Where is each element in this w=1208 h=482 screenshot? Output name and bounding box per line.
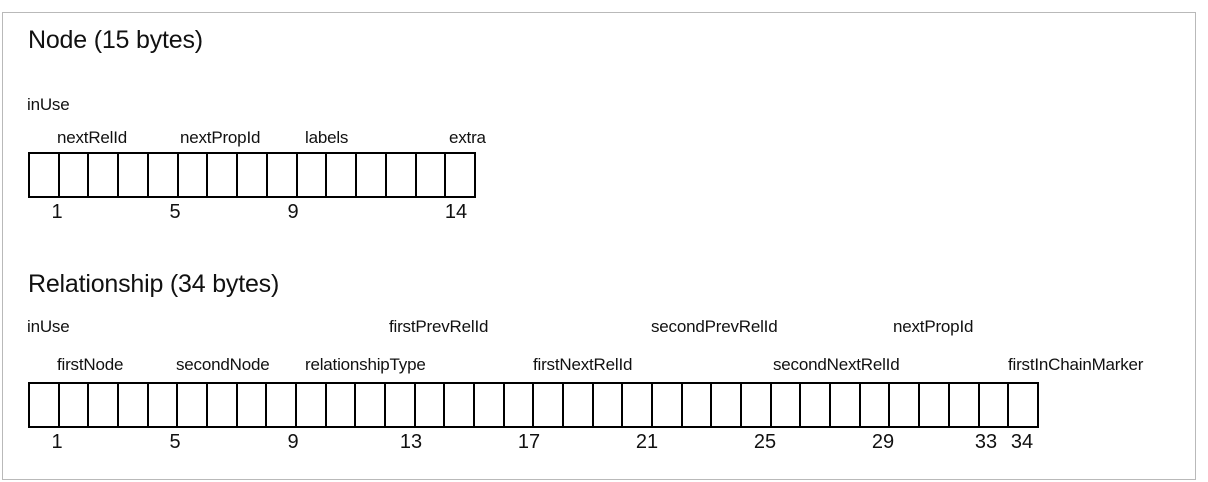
node-section-title: Node (15 bytes) bbox=[28, 26, 203, 54]
relationship-field-label-firstnode: firstNode bbox=[57, 355, 124, 374]
node-byte-cell bbox=[267, 154, 298, 196]
relationship-byte-cell bbox=[445, 384, 476, 426]
relationship-field-label-secondnextrelid: secondNextRelId bbox=[773, 355, 900, 374]
node-tick-9: 9 bbox=[287, 201, 299, 223]
relationship-byte-row bbox=[28, 382, 1039, 428]
relationship-section-title: Relationship (34 bytes) bbox=[28, 270, 280, 298]
relationship-byte-cell bbox=[682, 384, 713, 426]
node-byte-cell bbox=[327, 154, 358, 196]
relationship-byte-cell bbox=[297, 384, 327, 426]
node-byte-cell bbox=[119, 154, 149, 196]
relationship-byte-cell bbox=[831, 384, 861, 426]
relationship-byte-cell bbox=[386, 384, 416, 426]
relationship-tick-13: 13 bbox=[399, 431, 423, 453]
relationship-byte-cell bbox=[534, 384, 565, 426]
relationship-tick-1: 1 bbox=[51, 431, 63, 453]
relationship-tick-17: 17 bbox=[517, 431, 541, 453]
relationship-byte-cell bbox=[30, 384, 60, 426]
relationship-byte-cell bbox=[593, 384, 624, 426]
node-byte-cell bbox=[416, 154, 447, 196]
relationship-tick-29: 29 bbox=[871, 431, 895, 453]
node-byte-cell bbox=[208, 154, 239, 196]
node-byte-row bbox=[28, 152, 476, 198]
relationship-field-label-firstprevrelid: firstPrevRelId bbox=[389, 317, 489, 336]
relationship-field-label-nextpropid: nextPropId bbox=[893, 317, 974, 336]
relationship-byte-cell bbox=[148, 384, 179, 426]
relationship-tick-25: 25 bbox=[753, 431, 777, 453]
node-byte-cell bbox=[238, 154, 268, 196]
relationship-byte-cell bbox=[890, 384, 921, 426]
relationship-byte-cell bbox=[742, 384, 772, 426]
node-tick-1: 1 bbox=[51, 201, 63, 223]
node-tick-5: 5 bbox=[169, 201, 181, 223]
relationship-byte-cell bbox=[89, 384, 120, 426]
relationship-tick-9: 9 bbox=[287, 431, 299, 453]
relationship-byte-cell bbox=[1009, 384, 1037, 426]
node-field-label-extra: extra bbox=[449, 128, 486, 147]
relationship-byte-cell bbox=[356, 384, 387, 426]
node-byte-cell bbox=[30, 154, 60, 196]
relationship-field-label-secondprevrelid: secondPrevRelId bbox=[651, 317, 778, 336]
relationship-byte-cell bbox=[801, 384, 832, 426]
node-byte-cell bbox=[386, 154, 417, 196]
node-byte-cell bbox=[446, 154, 475, 196]
relationship-byte-cell bbox=[771, 384, 802, 426]
relationship-byte-cell bbox=[712, 384, 743, 426]
relationship-field-label-firstnextrelid: firstNextRelId bbox=[533, 355, 633, 374]
relationship-byte-cell bbox=[415, 384, 446, 426]
relationship-byte-cell bbox=[178, 384, 209, 426]
relationship-byte-cell bbox=[920, 384, 950, 426]
relationship-byte-cell bbox=[949, 384, 980, 426]
relationship-field-label-relationshiptype: relationshipType bbox=[305, 355, 426, 374]
relationship-byte-cell bbox=[326, 384, 357, 426]
relationship-field-label-inuse: inUse bbox=[27, 317, 70, 336]
relationship-field-label-secondnode: secondNode bbox=[176, 355, 270, 374]
node-byte-cell bbox=[297, 154, 328, 196]
relationship-byte-cell bbox=[208, 384, 238, 426]
node-field-label-inuse: inUse bbox=[27, 95, 70, 114]
node-tick-14: 14 bbox=[444, 201, 468, 223]
relationship-byte-cell bbox=[267, 384, 298, 426]
relationship-tick-5: 5 bbox=[169, 431, 181, 453]
node-byte-cell bbox=[148, 154, 179, 196]
node-byte-cell bbox=[89, 154, 120, 196]
relationship-byte-cell bbox=[119, 384, 149, 426]
relationship-tick-33: 33 bbox=[974, 431, 998, 453]
relationship-tick-34: 34 bbox=[1010, 431, 1034, 453]
relationship-byte-cell bbox=[504, 384, 535, 426]
relationship-byte-cell bbox=[623, 384, 654, 426]
node-field-label-nextrelid: nextRelId bbox=[57, 128, 128, 147]
relationship-tick-21: 21 bbox=[635, 431, 659, 453]
node-field-label-labels: labels bbox=[305, 128, 349, 147]
node-field-label-nextpropid: nextPropId bbox=[180, 128, 261, 147]
relationship-byte-cell bbox=[564, 384, 594, 426]
node-byte-cell bbox=[178, 154, 209, 196]
relationship-byte-cell bbox=[860, 384, 891, 426]
relationship-byte-cell bbox=[59, 384, 90, 426]
node-byte-cell bbox=[357, 154, 387, 196]
node-byte-cell bbox=[59, 154, 90, 196]
relationship-byte-cell bbox=[653, 384, 683, 426]
relationship-byte-cell bbox=[237, 384, 268, 426]
relationship-byte-cell bbox=[475, 384, 505, 426]
relationship-byte-cell bbox=[979, 384, 1010, 426]
relationship-field-label-firstinchainmarker: firstInChainMarker bbox=[1008, 355, 1144, 374]
